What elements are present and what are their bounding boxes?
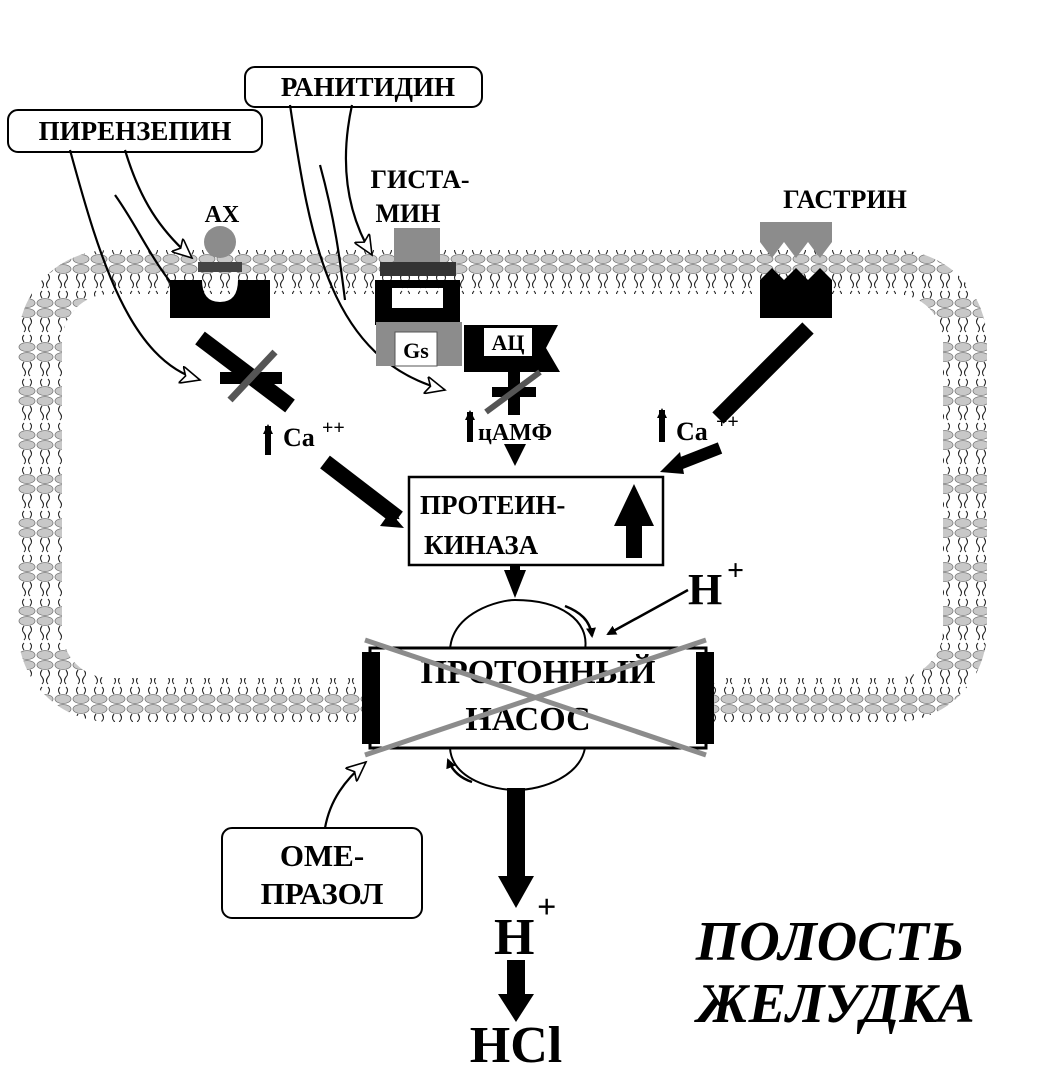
ranitidine-callout: РАНИТИДИН <box>244 66 483 390</box>
stomach-cavity-label: ПОЛОСТЬ ЖЕЛУДКА <box>693 911 974 1035</box>
ach-pathway: Ca ++ <box>195 331 404 528</box>
proton-pump-label-2: НАСОС <box>465 701 590 738</box>
gs-label: Gs <box>403 338 429 363</box>
h-ion-inside: H + <box>606 554 744 636</box>
camp-pathway: цАМФ <box>465 369 552 466</box>
protein-kinase-label-2: КИНАЗА <box>424 530 539 560</box>
h-in-label: H <box>688 565 722 614</box>
ca-right-sup: ++ <box>716 411 739 433</box>
ranitidine-label: РАНИТИДИН <box>281 72 455 102</box>
h-out-sup: + <box>537 889 556 926</box>
proton-pump: ПРОТОННЫЙ НАСОС <box>362 598 714 792</box>
camp-label: цАМФ <box>478 420 552 446</box>
histamine-receptor: ГИСТА- МИН Gs <box>370 165 470 367</box>
protein-kinase-label-1: ПРОТЕИН- <box>420 490 565 520</box>
ac-label: АЦ <box>492 330 525 355</box>
increase-arrow-icon <box>614 484 654 558</box>
gastrin-pathway: Ca ++ <box>657 322 814 474</box>
ca-right-label: Ca <box>676 417 708 446</box>
gastrin-label: ГАСТРИН <box>783 185 907 214</box>
ach-label: АХ <box>205 202 240 228</box>
stomach-label-1: ПОЛОСТЬ <box>695 911 965 973</box>
omeprazole-callout: ОМЕ- ПРАЗОЛ <box>221 762 423 919</box>
ca-left-label: Ca <box>283 423 315 452</box>
h-in-sup: + <box>727 554 744 587</box>
acid-output: H + HCl <box>470 788 562 1074</box>
stomach-label-2: ЖЕЛУДКА <box>693 973 974 1035</box>
histamine-label-1: ГИСТА- <box>370 165 469 194</box>
omeprazole-label-2: ПРАЗОЛ <box>261 876 384 911</box>
adenylate-cyclase: АЦ <box>464 325 560 372</box>
pirenzepine-label: ПИРЕНЗЕПИН <box>39 116 232 146</box>
protein-kinase-box: ПРОТЕИН- КИНАЗА <box>407 475 665 598</box>
omeprazole-label-1: ОМЕ- <box>280 838 364 873</box>
gastrin-receptor: ГАСТРИН <box>760 185 907 318</box>
hcl-label: HCl <box>470 1017 562 1074</box>
ach-receptor: АХ <box>170 202 270 318</box>
histamine-label-2: МИН <box>376 199 441 228</box>
ca-left-sup: ++ <box>322 417 345 439</box>
h-out-label: H <box>494 909 534 966</box>
